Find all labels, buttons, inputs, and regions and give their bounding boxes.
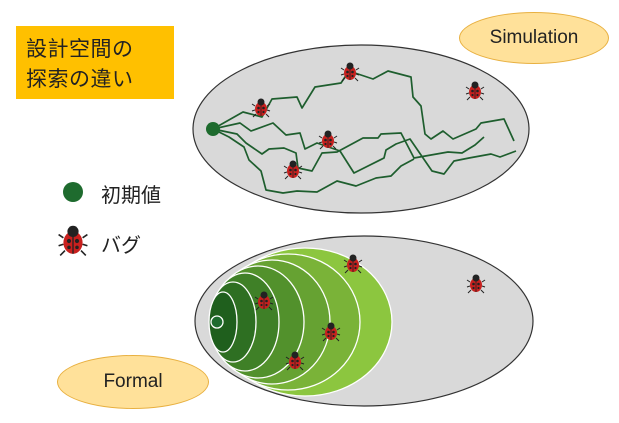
legend-ladybug-icon	[57, 225, 89, 257]
initial-value-dot	[206, 122, 220, 136]
legend-initial-value-dot-icon	[63, 182, 83, 202]
simulation-traces	[212, 70, 517, 194]
title-line-2: 探索の違い	[26, 67, 134, 91]
legend-initial-value-label: 初期値	[101, 183, 161, 207]
formal-label: Formal	[57, 355, 209, 409]
title-box: 設計空間の 探索の違い	[16, 26, 174, 99]
formal-exploration-rings	[208, 247, 393, 397]
title-line-1: 設計空間の	[26, 37, 134, 61]
legend-bug-label: バグ	[101, 233, 141, 257]
simulation-label: Simulation	[459, 12, 609, 64]
simulation-space	[192, 44, 530, 214]
